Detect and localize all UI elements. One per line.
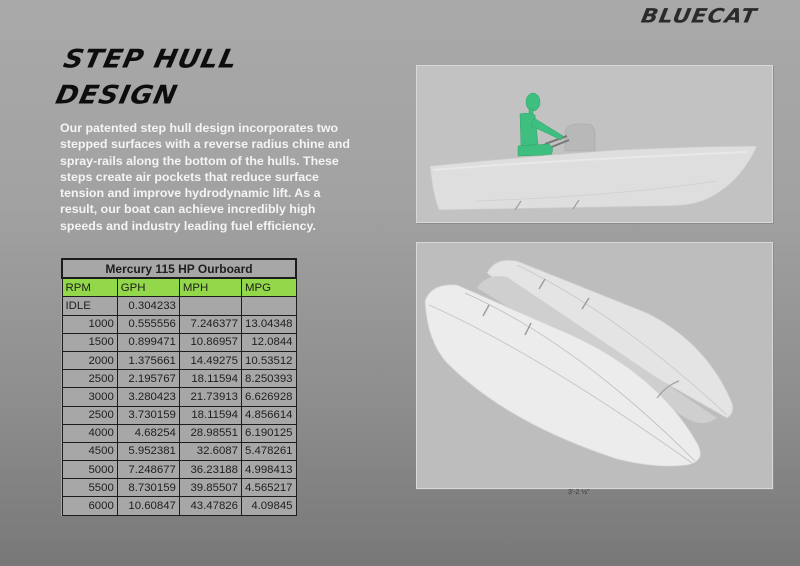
cell-mpg: 5.478261 [240,441,297,462]
cell-mph: 18.11594 [178,405,242,425]
cell-mph: 14.49275 [178,350,242,371]
title-line-1: Step Hull [60,44,241,75]
table-header-row: RPM GPH MPH MPG [61,277,297,298]
cell-mpg [240,296,297,316]
cell-mph: 32.6087 [178,441,242,462]
cell-gph: 3.730159 [116,405,180,425]
cell-mph: 39.85507 [178,478,242,498]
cell-mph: 7.246377 [178,314,242,334]
cell-gph: 0.304233 [116,296,180,316]
cell-mpg: 4.856614 [240,405,297,425]
cell-rpm: 2500 [61,369,118,389]
table-caption: Mercury 115 HP Ourboard [61,257,297,280]
cell-rpm: IDLE [61,296,118,316]
page-title: Step Hull Design [52,42,367,114]
table-row: 2500 3.730159 18.11594 4.856614 [61,405,297,425]
hull-underside-render [424,259,734,467]
cell-gph: 8.730159 [116,478,180,498]
cell-gph: 5.952381 [116,441,180,462]
cell-mpg: 6.190125 [240,423,297,443]
cell-rpm: 1500 [61,332,118,352]
cell-rpm: 4000 [61,423,118,443]
boat-side-render [429,92,758,211]
cell-rpm: 5500 [61,478,118,498]
cell-mpg: 6.626928 [240,387,297,407]
cell-mph: 18.11594 [178,369,242,389]
boat-side-view-image [416,65,773,223]
cell-mpg: 12.0844 [240,332,297,352]
cell-mpg: 13.04348 [240,314,297,334]
cell-mph: 36.23188 [178,460,242,480]
table-row: 5000 7.248677 36.23188 4.998413 [61,460,297,480]
column-header-mph: MPH [178,277,242,298]
cell-rpm: 2000 [61,350,118,371]
cell-mpg: 10.53512 [240,350,297,371]
cell-rpm: 2500 [61,405,118,425]
table-row: 2000 1.375661 14.49275 10.53512 [61,350,297,371]
cell-mpg: 4.998413 [240,460,297,480]
cell-rpm: 4500 [61,441,118,462]
table-row: 4500 5.952381 32.6087 5.478261 [61,441,297,462]
column-header-rpm: RPM [61,277,118,298]
column-header-mpg: MPG [240,277,297,298]
cell-mph: 28.98551 [178,423,242,443]
cell-gph: 0.555556 [116,314,180,334]
title-line-2: Design [53,80,181,111]
column-header-gph: GPH [116,277,180,298]
cell-rpm: 3000 [61,387,118,407]
cell-gph: 7.248677 [116,460,180,480]
cell-mpg: 4.09845 [240,496,297,516]
description-paragraph: Our patented step hull design incorporat… [60,121,350,233]
image-dimension-caption: 3'-2 ½" [568,489,590,496]
table-row: 5500 8.730159 39.85507 4.565217 [61,478,297,498]
cell-gph: 4.68254 [116,423,180,443]
table-row: IDLE 0.304233 [61,296,297,316]
cell-gph: 10.60847 [116,496,180,516]
table-row: 6000 10.60847 43.47826 4.09845 [61,496,297,516]
cell-rpm: 1000 [61,314,118,334]
brand-logo: BLUECAT [639,5,759,28]
table-row: 2500 2.195767 18.11594 8.250393 [61,369,297,389]
cell-mpg: 8.250393 [240,369,297,389]
cell-gph: 0.899471 [116,332,180,352]
cell-rpm: 5000 [61,460,118,480]
cell-mph [178,296,242,316]
cell-gph: 2.195767 [116,369,180,389]
cell-gph: 3.280423 [116,387,180,407]
table-row: 3000 3.280423 21.73913 6.626928 [61,387,297,407]
cell-rpm: 6000 [61,496,118,516]
table-row: 1000 0.555556 7.246377 13.04348 [61,314,297,334]
cell-mpg: 4.565217 [240,478,297,498]
cell-mph: 21.73913 [178,387,242,407]
cell-mph: 43.47826 [178,496,242,516]
cell-gph: 1.375661 [116,350,180,371]
table-row: 1500 0.899471 10.86957 12.0844 [61,332,297,352]
performance-table: Mercury 115 HP Ourboard RPM GPH MPH MPG … [61,257,297,516]
table-row: 4000 4.68254 28.98551 6.190125 [61,423,297,443]
cell-mph: 10.86957 [178,332,242,352]
hull-underside-image [416,242,773,489]
mannequin-figure [517,92,564,157]
